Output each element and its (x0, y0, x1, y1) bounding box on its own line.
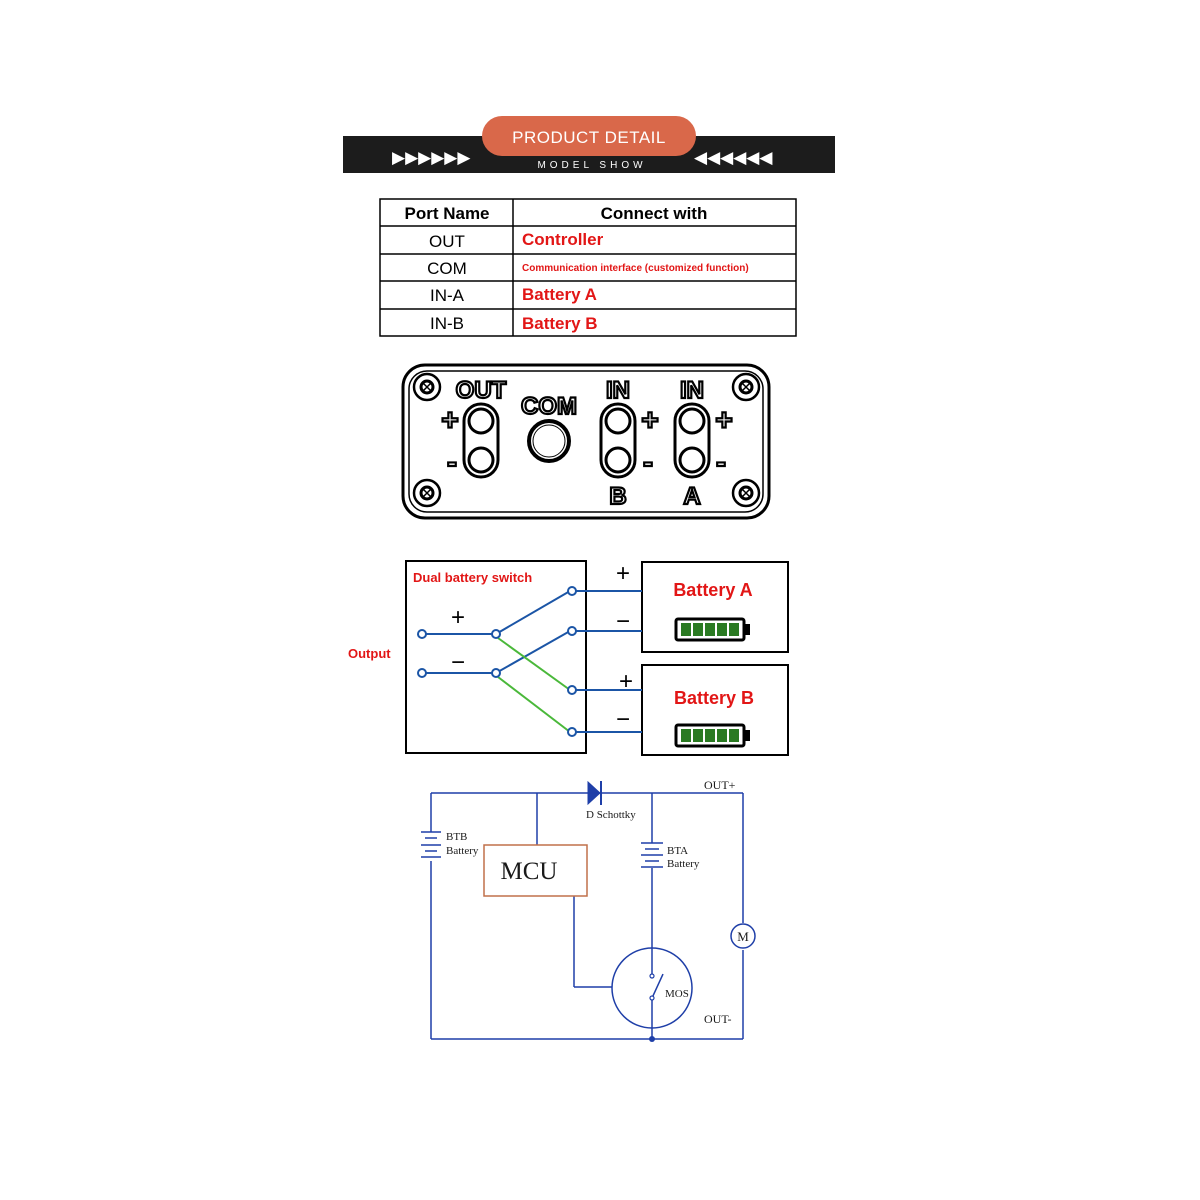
battery-icon (674, 723, 750, 748)
in-b-minus-sign: - (643, 446, 653, 479)
mos-label: MOS (665, 988, 689, 1000)
out-connector (462, 402, 500, 479)
junction-dot (649, 1036, 655, 1042)
mos-contact (649, 973, 655, 979)
output-label: Output (348, 646, 391, 661)
battery-a-minus-sign: − (616, 608, 630, 635)
out-plus-label: OUT+ (704, 778, 736, 792)
btb-battery-icon (421, 831, 441, 858)
device-panel: OUT COM IN IN B A + - + - + - (401, 363, 771, 520)
battery-b-plus-sign: + (619, 668, 633, 695)
in-b-connector (599, 402, 637, 479)
mos-contact (649, 995, 655, 1001)
table-row-connect: Battery B (522, 314, 598, 333)
circuit-schematic: MCU M D Schottky OUT+ OUT- BTB Battery B… (421, 778, 756, 1042)
banner: PRODUCT DETAIL MODEL SHOW ▶▶▶▶▶▶ ◀◀◀◀◀◀ (343, 116, 835, 173)
panel-outline (401, 363, 771, 520)
switch-title: Dual battery switch (413, 570, 532, 585)
output-minus-sign: − (451, 649, 465, 676)
output-plus-sign: + (451, 604, 465, 631)
out-label: OUT (456, 377, 507, 404)
battery-b-minus-sign: − (616, 706, 630, 733)
bta-label: BTA (667, 845, 688, 857)
com-port-inner (532, 424, 566, 458)
mcu-box (483, 844, 588, 897)
switch-terminals (417, 586, 577, 737)
in-a-connector (673, 402, 711, 479)
battery-b-label: Battery B (674, 688, 754, 708)
out-plus-sign: + (441, 404, 459, 437)
table-border (379, 198, 797, 337)
out-minus-label: OUT- (704, 1012, 732, 1026)
battery-icon (674, 617, 750, 642)
screw-icon (731, 372, 761, 402)
in-b-label: IN (606, 377, 630, 404)
in-a-label: IN (680, 377, 704, 404)
bta-battery-icon (641, 842, 663, 868)
screw-icon (412, 372, 442, 402)
table-row-port: COM (427, 259, 467, 278)
com-label: COM (521, 393, 577, 420)
table-row-connect: Battery A (522, 285, 597, 304)
switch-links (497, 637, 571, 733)
table-row-port: IN-B (430, 314, 464, 333)
in-b-plus-sign: + (641, 404, 659, 437)
bta-battery-label: Battery (667, 858, 700, 870)
btb-battery-label: Battery (446, 845, 479, 857)
diode-label: D Schottky (586, 809, 636, 821)
banner-subtitle: MODEL SHOW (537, 160, 646, 171)
circuit-lines (430, 792, 744, 1040)
com-port (527, 419, 571, 463)
in-a-minus-sign: - (716, 446, 726, 479)
table-row-connect: Communication interface (customized func… (522, 263, 749, 274)
motor-icon (730, 923, 756, 949)
table-text: Port Name Connect with OUT Controller CO… (404, 204, 748, 333)
diode-icon (586, 780, 603, 806)
out-minus-sign: - (447, 446, 457, 479)
btb-label: BTB (446, 831, 467, 843)
battery-a-label: Battery A (673, 580, 752, 600)
table-row-connect: Controller (522, 230, 604, 249)
port-table (379, 198, 797, 337)
header-connect-with: Connect with (601, 204, 708, 223)
screw-icon (412, 478, 442, 508)
banner-pill (482, 116, 696, 156)
battery-a-plus-sign: + (616, 560, 630, 587)
mcu-label: MCU (501, 858, 558, 885)
table-row-port: OUT (429, 232, 465, 251)
in-a-plus-sign: + (715, 404, 733, 437)
header-port-name: Port Name (404, 204, 489, 223)
right-arrows-icon: ◀◀◀◀◀◀ (694, 148, 773, 168)
switch-diagram: Dual battery switch Output Battery A Bat… (348, 560, 789, 756)
panel-inner-outline (408, 370, 764, 513)
a-label: A (683, 483, 700, 510)
mos-circle (611, 947, 693, 1029)
table-row-port: IN-A (430, 286, 465, 305)
switch-wires (426, 590, 642, 733)
screw-icon (731, 478, 761, 508)
b-label: B (609, 483, 626, 510)
motor-label: M (737, 929, 749, 944)
banner-title: PRODUCT DETAIL (512, 128, 666, 147)
left-arrows-icon: ▶▶▶▶▶▶ (392, 148, 471, 168)
